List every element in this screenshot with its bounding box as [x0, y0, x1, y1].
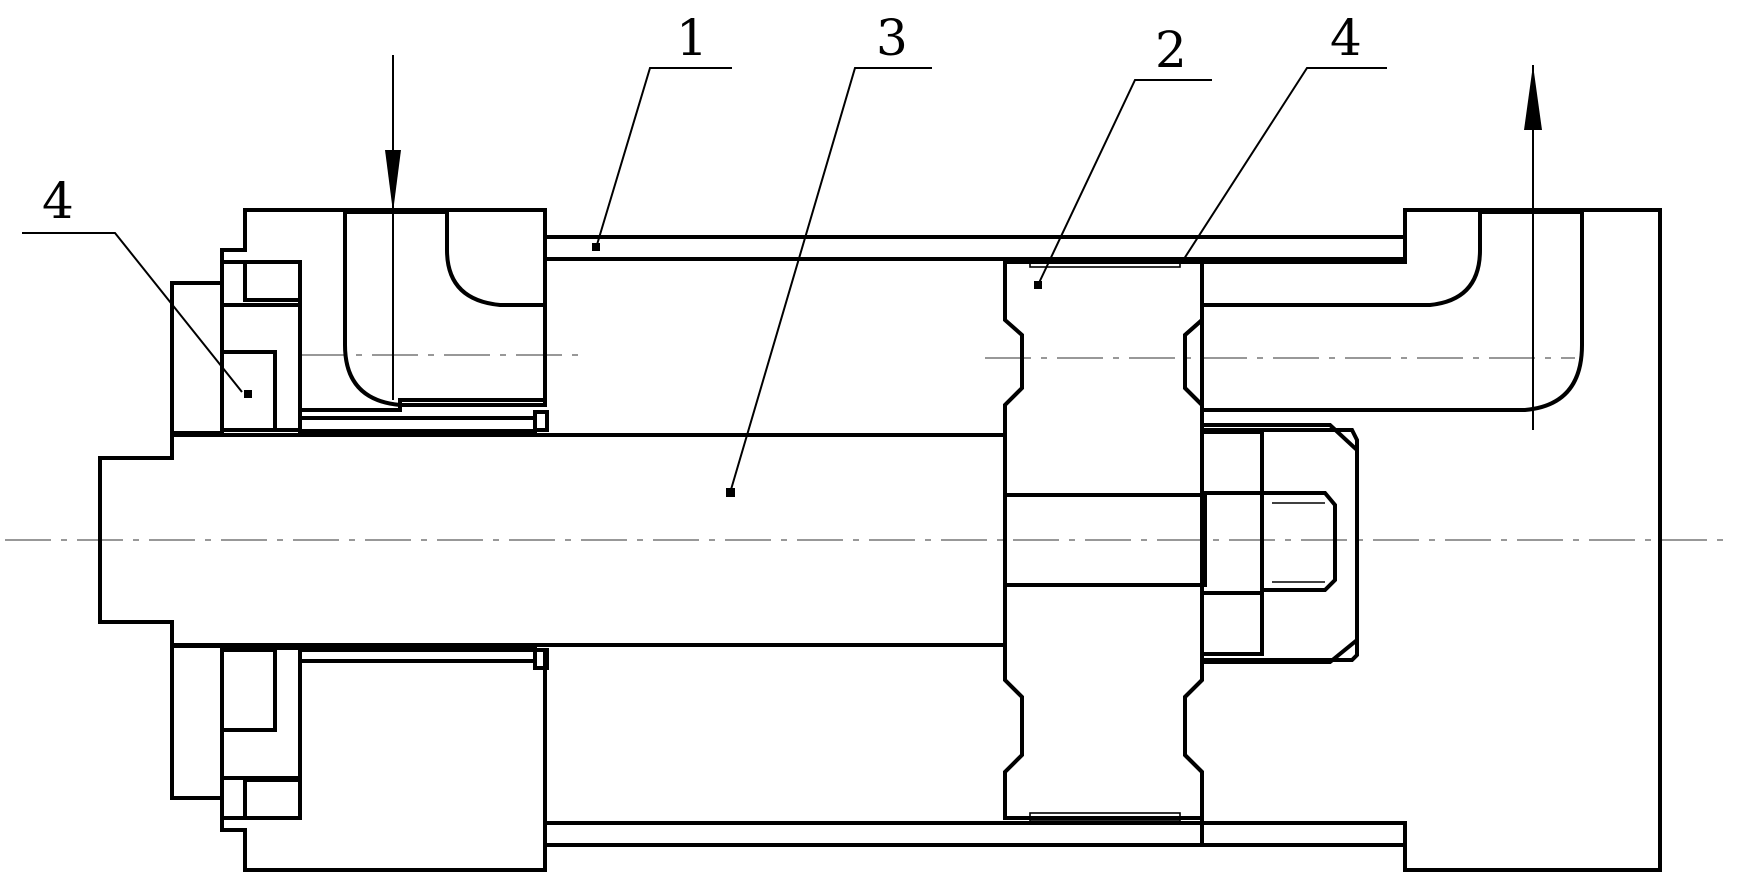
rod-seal: [220, 350, 277, 732]
label-part-4-right: 4: [1330, 9, 1362, 67]
label-part-1: 1: [676, 9, 708, 67]
label-part-4-left: 4: [42, 172, 74, 230]
rod-nut: [1200, 430, 1337, 656]
label-part-3: 3: [876, 9, 908, 67]
label-part-2: 2: [1155, 21, 1187, 79]
cylinder-tube: [543, 235, 1407, 847]
leader-lines: [22, 67, 1387, 497]
guide-sleeve: [298, 410, 549, 670]
outlet-flow-arrow: [1524, 65, 1542, 430]
inlet-flow-arrow: [385, 55, 401, 400]
right-end-cap: [1183, 208, 1662, 872]
